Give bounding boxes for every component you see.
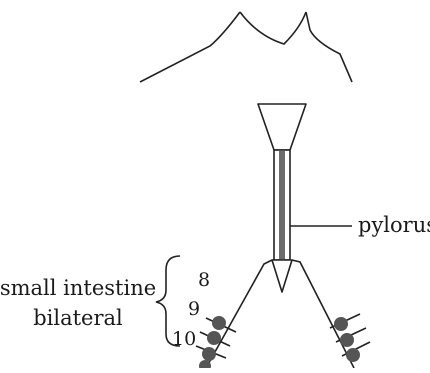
pylorus-label: pylorus: [358, 213, 430, 237]
left-branch-line: [206, 260, 272, 368]
pylorus-shaded-strip: [279, 151, 285, 259]
point-8-right-dot: [334, 317, 348, 331]
right-branch-line: [292, 260, 354, 368]
point-8-left-dot: [212, 316, 226, 330]
point-label-9: 9: [188, 298, 200, 320]
point-10-right-dot: [346, 348, 360, 362]
point-9-left-dot: [207, 331, 221, 345]
right-point-group: [330, 314, 370, 362]
tube-tip: [272, 260, 292, 292]
funnel-top: [258, 104, 306, 150]
group-label-line2: bilateral: [33, 306, 123, 330]
neck-shape-line: [240, 12, 306, 44]
point-label-10: 10: [172, 328, 196, 350]
point-label-8: 8: [198, 269, 210, 291]
right-shoulder-line: [306, 12, 352, 82]
point-10-left-dot: [202, 347, 216, 361]
group-label-line1: small intestine: [0, 276, 156, 300]
left-shoulder-neck-line: [140, 12, 240, 82]
point-9-right-dot: [340, 333, 354, 347]
